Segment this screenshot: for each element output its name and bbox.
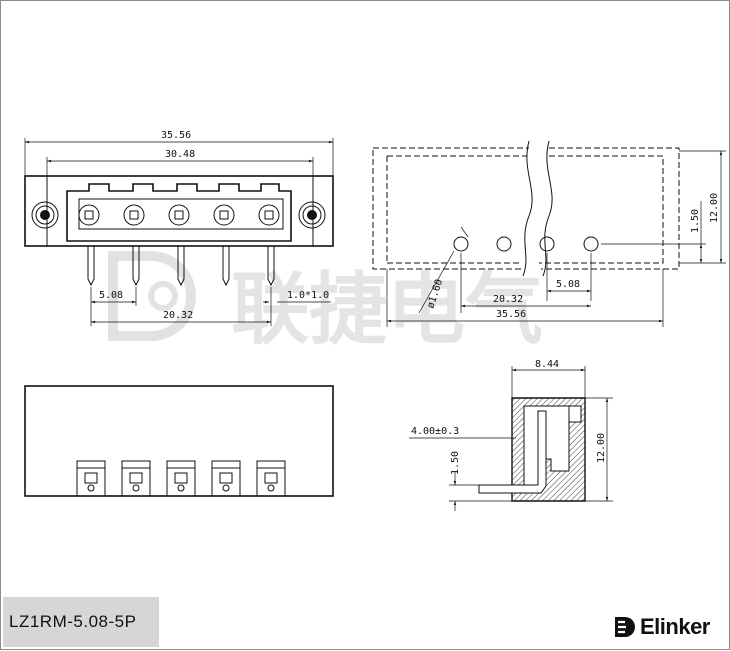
dim-side-pin-offset: 1.50 — [450, 451, 461, 475]
brand-mark-icon — [615, 617, 635, 637]
terminal-openings — [78, 204, 280, 226]
dim-side-height: 12.00 — [596, 433, 607, 463]
dim-total-span: 20.32 — [163, 310, 193, 321]
dim-pin-pitch: 5.08 — [99, 290, 123, 301]
dim-hole-offset: 1.50 — [690, 209, 701, 233]
part-number-label: LZ1RM-5.08-5P — [3, 597, 159, 647]
dim-pin-size: 1.0*1.0 — [287, 290, 329, 301]
dim-pcb-pitch: 5.08 — [556, 279, 580, 290]
dim-height: 12.00 — [709, 193, 720, 223]
dim-side-depth: 8.44 — [535, 359, 559, 370]
brand-name: Elinker — [640, 614, 710, 639]
pcb-holes — [453, 236, 599, 252]
dim-overall-width: 35.56 — [161, 130, 191, 141]
bottom-terminals — [76, 460, 286, 497]
dim-side-pin-length: 4.00±0.3 — [411, 426, 459, 437]
brand-logo: Elinker — [613, 613, 710, 641]
side-view: 8.44 4.00±0.3 1.50 12.00 — [409, 359, 613, 511]
pins — [87, 246, 275, 287]
bottom-view — [24, 385, 334, 497]
dim-pcb-overall: 35.56 — [496, 309, 526, 320]
pcb-layout: ø1.60 12.00 1.50 5.08 20.32 35.56 — [372, 140, 726, 327]
dim-pcb-span: 20.32 — [493, 294, 523, 305]
front-view: 35.56 30.48 — [24, 130, 334, 326]
dim-span-width: 30.48 — [165, 149, 195, 160]
